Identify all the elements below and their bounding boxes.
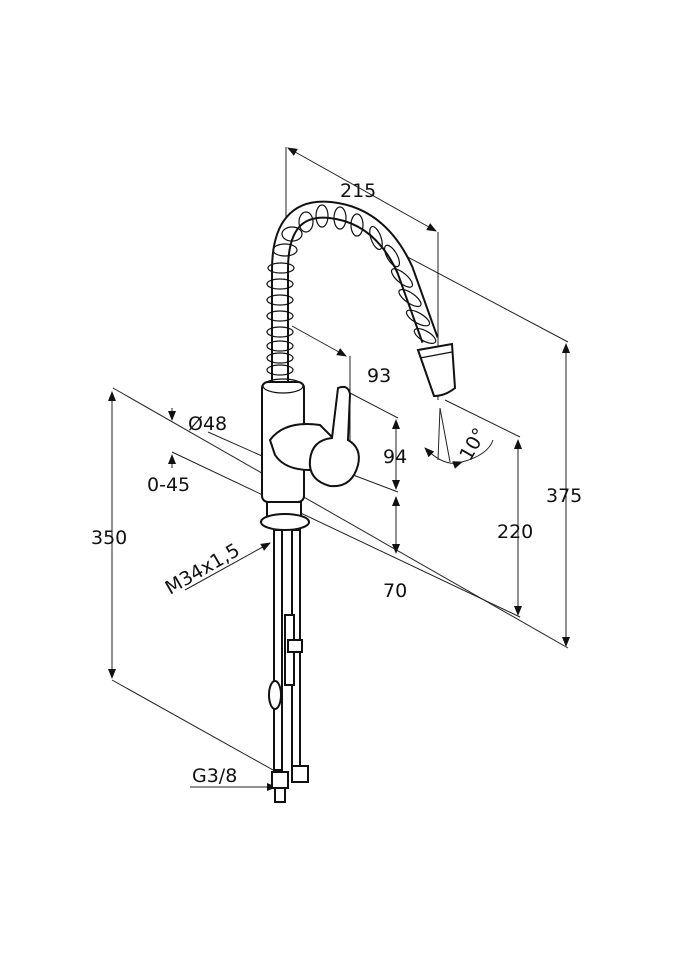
spray-head: [416, 342, 457, 398]
label-0-45: 0-45: [147, 474, 190, 496]
label-10-degrees: 10°: [455, 424, 491, 464]
label-93: 93: [367, 365, 391, 387]
label-70: 70: [383, 580, 407, 602]
lever-handle[interactable]: [308, 385, 360, 488]
hose-coils: [266, 204, 437, 376]
label-g3-8: G3/8: [192, 765, 237, 787]
label-220: 220: [497, 521, 533, 543]
dim-m34: [184, 542, 271, 591]
label-215: 215: [340, 180, 376, 202]
label-m34x1-5: M34x1,5: [162, 539, 244, 599]
base-ring: [260, 513, 310, 531]
connector-left: [271, 771, 289, 789]
label-diameter-48: Ø48: [188, 413, 227, 435]
label-375: 375: [546, 485, 582, 507]
supply-hose-left: [273, 529, 283, 771]
dim-93: [291, 325, 347, 357]
label-350: 350: [91, 527, 127, 549]
dim-215: [287, 147, 437, 232]
label-94: 94: [383, 446, 407, 468]
faucet: [260, 200, 457, 803]
connector-right: [291, 765, 309, 783]
